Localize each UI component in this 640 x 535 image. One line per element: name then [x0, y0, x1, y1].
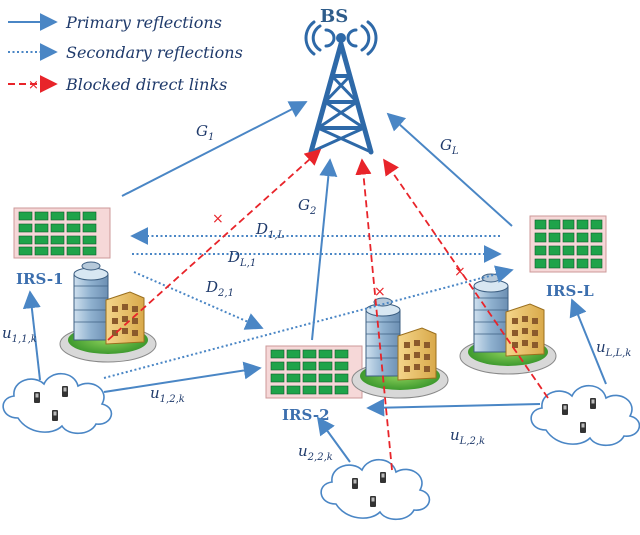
- blocked-link-userl: [383, 158, 549, 399]
- link-u12k: [103, 361, 262, 393]
- label-ullk: uL,L,k: [596, 338, 631, 359]
- irs-1-label: IRS-1: [16, 270, 64, 288]
- blocked-link-user1: [107, 148, 322, 341]
- irs-1-panel: [13, 207, 111, 259]
- blocked-x-mark-3: ×: [454, 264, 466, 280]
- blocked-x-mark-2: ×: [374, 284, 386, 300]
- legend-blocked-x-mark: ×: [28, 78, 39, 93]
- label-gl: GL: [440, 136, 459, 157]
- irs-2-panel: [265, 345, 363, 399]
- legend-primary-label: Primary reflections: [65, 13, 222, 32]
- link-d21: [133, 271, 264, 330]
- label-g1: G1: [196, 122, 214, 143]
- irs-l-panel: [529, 215, 607, 273]
- user-cluster-l-icon: [530, 384, 640, 447]
- irs-2-label: IRS-2: [282, 406, 330, 424]
- label-d1l: D1,L: [255, 220, 285, 241]
- irs-l-label: IRS-L: [546, 282, 594, 300]
- link-u11k: [22, 290, 41, 381]
- blocked-link-user2: [355, 158, 393, 471]
- link-gl: [386, 112, 513, 227]
- link-secondary-user1-irsl: [103, 265, 514, 379]
- link-u22k: [316, 416, 351, 463]
- base-station: BS: [304, 6, 378, 155]
- label-g2: G2: [298, 196, 316, 217]
- label-u22k: u2,2,k: [298, 442, 333, 463]
- user-cluster-1-icon: [2, 372, 113, 435]
- legend-secondary-label: Secondary reflections: [66, 43, 243, 62]
- bs-tower-icon: [304, 20, 378, 155]
- building-3-icon: [459, 273, 557, 375]
- legend-blocked-label: Blocked direct links: [65, 75, 227, 94]
- building-1-icon: [59, 261, 157, 363]
- label-ul2k: uL,2,k: [450, 426, 485, 447]
- label-u11k: u1,1,k: [2, 324, 37, 345]
- link-ul2k: [366, 398, 541, 417]
- label-u12k: u1,2,k: [150, 384, 185, 405]
- link-g1: [121, 101, 308, 197]
- legend: Primary reflections Secondary reflection…: [8, 13, 243, 94]
- building-2-icon: [351, 297, 449, 399]
- link-ullk: [569, 298, 607, 385]
- blocked-x-mark-1: ×: [212, 211, 224, 227]
- bs-label: BS: [320, 6, 348, 27]
- label-d21: D2,1: [205, 278, 234, 299]
- user-cluster-2-icon: [320, 458, 431, 521]
- link-g2: [311, 158, 338, 341]
- label-dl1: DL,1: [227, 248, 256, 269]
